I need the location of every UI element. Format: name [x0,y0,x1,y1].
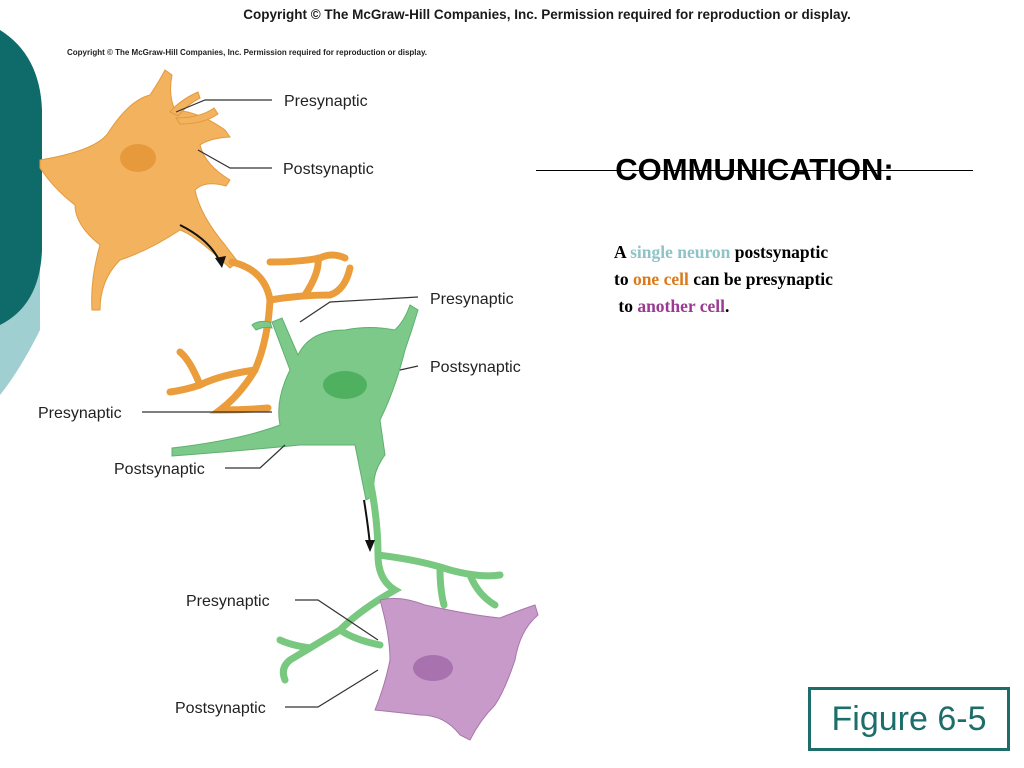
body-word: to [614,296,638,316]
body-word: postsynaptic [730,242,829,262]
dark-teal-shape [0,30,42,325]
label-purple-postsynaptic: Postsynaptic [175,700,266,717]
highlight-one-cell: one cell [632,269,689,289]
copyright-figure: Copyright © The McGraw-Hill Companies, I… [67,48,428,57]
body-line-2: to one cell can be presynaptic [614,266,833,293]
green-axon [276,476,504,684]
label-green-presynaptic: Presynaptic [430,291,514,308]
body-word: can be presynaptic [688,269,833,289]
left-decoration [0,30,42,395]
highlight-another-cell: another cell [637,296,725,316]
body-word: A [614,242,631,262]
orange-neuron [39,69,239,311]
neuron-diagram: Presynaptic Postsynaptic Presynaptic Pos… [38,69,539,741]
label-green-postsynaptic: Postsynaptic [430,359,521,376]
label-orange-presynaptic: Presynaptic [284,93,368,110]
body-word: to [614,269,633,289]
label-left-presynaptic: Presynaptic [38,405,122,422]
body-line-3: to another cell. [614,293,833,320]
purple-neuron [374,597,539,741]
label-left-postsynaptic: Postsynaptic [114,461,205,478]
body-word: . [724,296,730,316]
orange-axon [166,251,354,414]
body-text: A single neuron postsynaptic to one cell… [614,239,833,320]
green-neuron [171,304,419,501]
slide-title: COMMUNICATION: [615,152,894,187]
arrow-green-to-purple [363,499,371,546]
body-line-1: A single neuron postsynaptic [614,239,833,266]
figure-label: Figure 6-5 [808,687,1010,751]
label-orange-postsynaptic: Postsynaptic [283,161,374,178]
label-leaders [142,99,419,708]
copyright-header: Copyright © The McGraw-Hill Companies, I… [243,7,851,22]
highlight-single-neuron: single neuron [630,242,731,262]
label-purple-presynaptic: Presynaptic [186,593,270,610]
title-strike-line [536,170,973,171]
